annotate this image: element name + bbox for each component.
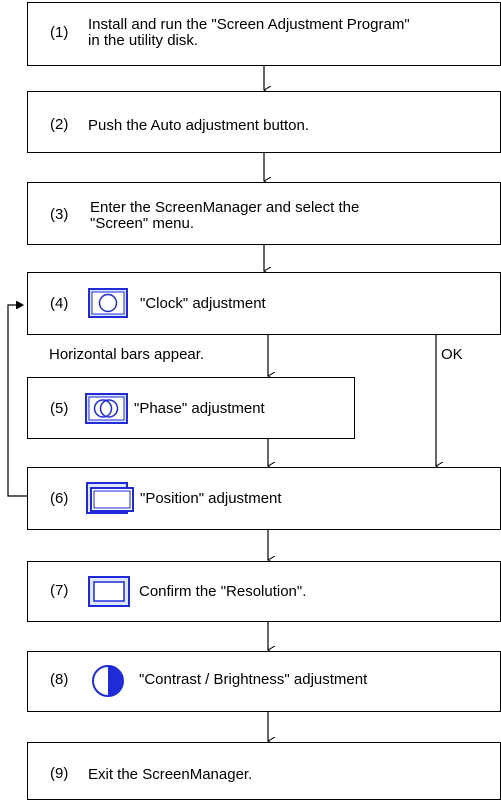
step-9-box (27, 742, 501, 800)
step-5-number: (5) (50, 400, 69, 417)
step-3-text-line-1: Enter the ScreenManager and select the (90, 199, 360, 216)
phase-icon (85, 393, 128, 424)
step-1-box (27, 2, 501, 66)
clock-icon (88, 288, 128, 318)
step-4-text: "Clock" adjustment (140, 295, 266, 312)
contrast-brightness-icon (92, 665, 124, 697)
step-8-text: "Contrast / Brightness" adjustment (139, 671, 368, 688)
step-3-box (27, 182, 501, 245)
step-5-text: "Phase" adjustment (134, 400, 265, 417)
step-1-text-line-1: Install and run the "Screen Adjustment P… (88, 16, 410, 33)
ok-label: OK (441, 346, 463, 363)
step-5-box (27, 377, 355, 439)
loop-back-6-to-4 (7, 305, 27, 497)
resolution-icon (88, 576, 130, 607)
step-4-number: (4) (50, 295, 69, 312)
step-2-number: (2) (50, 116, 69, 133)
step-8-number: (8) (50, 671, 69, 688)
step-2-text: Push the Auto adjustment button. (88, 117, 309, 134)
step-7-number: (7) (50, 582, 69, 599)
step-3-text-line-2: "Screen" menu. (90, 215, 195, 232)
position-icon (86, 482, 134, 514)
step-9-number: (9) (50, 765, 69, 782)
horizontal-bars-label: Horizontal bars appear. (49, 346, 205, 363)
step-1-text-line-2: in the utility disk. (88, 32, 199, 49)
step-9-text: Exit the ScreenManager. (88, 766, 253, 783)
step-3-number: (3) (50, 206, 69, 223)
step-7-text: Confirm the "Resolution". (139, 583, 307, 600)
step-6-text: "Position" adjustment (140, 490, 282, 507)
step-6-number: (6) (50, 490, 69, 507)
step-2-box (27, 91, 501, 153)
step-1-number: (1) (50, 24, 69, 41)
